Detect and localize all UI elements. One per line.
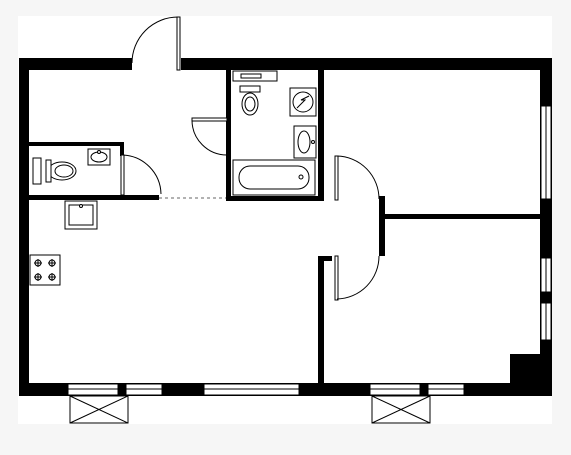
wc-fixtures [32, 148, 111, 185]
doors [120, 16, 380, 301]
washing-machine-mark [296, 95, 310, 109]
wc-tank [32, 157, 42, 185]
windows-bottom [67, 383, 465, 396]
wc-door-leaf [120, 154, 125, 196]
corner-column [510, 354, 552, 396]
bathroom-door-leaf [191, 117, 228, 122]
wc-door-swing [122, 154, 162, 195]
kitchen-stove [29, 254, 61, 286]
bathtub-drain [298, 174, 304, 180]
bedroom-wall-stub [318, 256, 332, 261]
bedroom2-door-swing [336, 255, 380, 300]
plan-sheet [18, 16, 552, 424]
wc-seat [54, 164, 74, 178]
wc-wall-right [120, 142, 124, 156]
entrance-door-leaf [176, 16, 181, 71]
bathtub-basin [238, 165, 310, 190]
bedroom1-door-leaf [334, 155, 339, 201]
bathroom-tap [311, 140, 315, 144]
wc-wall-bottom [29, 195, 159, 200]
top-wall-left [19, 58, 132, 70]
wc-tank-front [45, 159, 52, 183]
bathroom-wall-left [226, 70, 231, 200]
bathroom-shelf-item [240, 73, 262, 79]
bedroom1-door-swing [336, 155, 380, 200]
kitchen-fixtures [29, 200, 98, 286]
stove-burners [34, 259, 56, 281]
wc-tap [97, 150, 101, 154]
bedroom-wall-upper [379, 196, 385, 256]
interior-walls [29, 70, 540, 386]
wc-wall-top [29, 142, 124, 146]
balconies [69, 395, 431, 424]
bathroom-wall-bottom [226, 196, 324, 201]
bathroom-door-swing [191, 119, 228, 156]
bedroom-wall-lower [318, 256, 324, 386]
bathroom-sink-basin [297, 130, 311, 154]
toilet-seat [244, 96, 256, 112]
entrance-door-swing [131, 16, 179, 64]
top-wall-right [181, 58, 552, 70]
windows-right [540, 105, 552, 341]
kitchen-tap [79, 204, 83, 208]
bathroom-fixtures [232, 70, 317, 196]
left-wall [19, 58, 29, 396]
bedroom2-door-leaf [334, 255, 339, 301]
bathroom-wall-right [318, 70, 324, 200]
bedrooms-divider [379, 214, 540, 219]
toilet-tank [239, 85, 261, 93]
